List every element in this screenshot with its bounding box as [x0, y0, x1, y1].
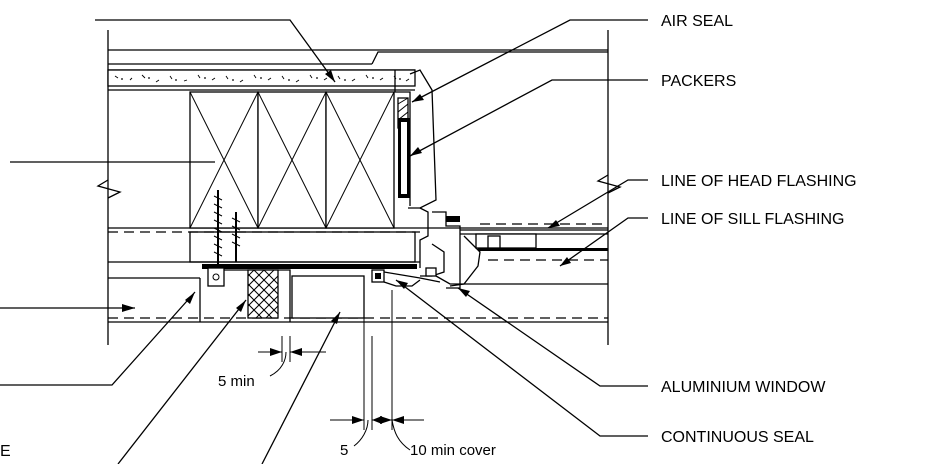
label-packers: PACKERS [661, 73, 736, 90]
sill-flashing-strip [199, 264, 417, 322]
packers-leader [409, 79, 648, 157]
label-line-of-head-flashing: LINE OF HEAD FLASHING [661, 173, 857, 190]
cropped-left-label: E [0, 443, 11, 460]
dimension-guides [281, 290, 393, 430]
air-seal-leader [411, 19, 648, 103]
sill-flashing-leader [559, 217, 648, 267]
label-air-seal: AIR SEAL [661, 13, 733, 30]
sill-block [291, 275, 365, 319]
dim-5-text: 5 [340, 442, 348, 459]
label-continuous-seal: CONTINUOUS SEAL [661, 429, 814, 446]
head-flashing-leader [547, 179, 648, 229]
concrete-screed-band [107, 69, 416, 87]
label-line-of-sill-flashing: LINE OF SILL FLASHING [661, 211, 844, 228]
dim-5-10-cover [330, 416, 424, 451]
dim-5-min-text: 5 min [218, 373, 255, 390]
window-frame [371, 207, 608, 289]
label-aluminium-window: ALUMINIUM WINDOW [661, 379, 826, 396]
continuous-seal-leader [395, 279, 648, 437]
backing-foam [247, 269, 279, 319]
screw-fixings [213, 190, 241, 272]
dim-5-min [258, 348, 326, 377]
wall-outline [96, 30, 622, 345]
dim-10-min-cover-text: 10 min cover [410, 442, 496, 459]
left-leaders [0, 19, 341, 464]
timber-blocks [189, 91, 416, 263]
aluminium-window-leader [457, 287, 648, 387]
flashing-dashed-lines [480, 223, 608, 261]
head-reveal-frame [394, 69, 437, 209]
